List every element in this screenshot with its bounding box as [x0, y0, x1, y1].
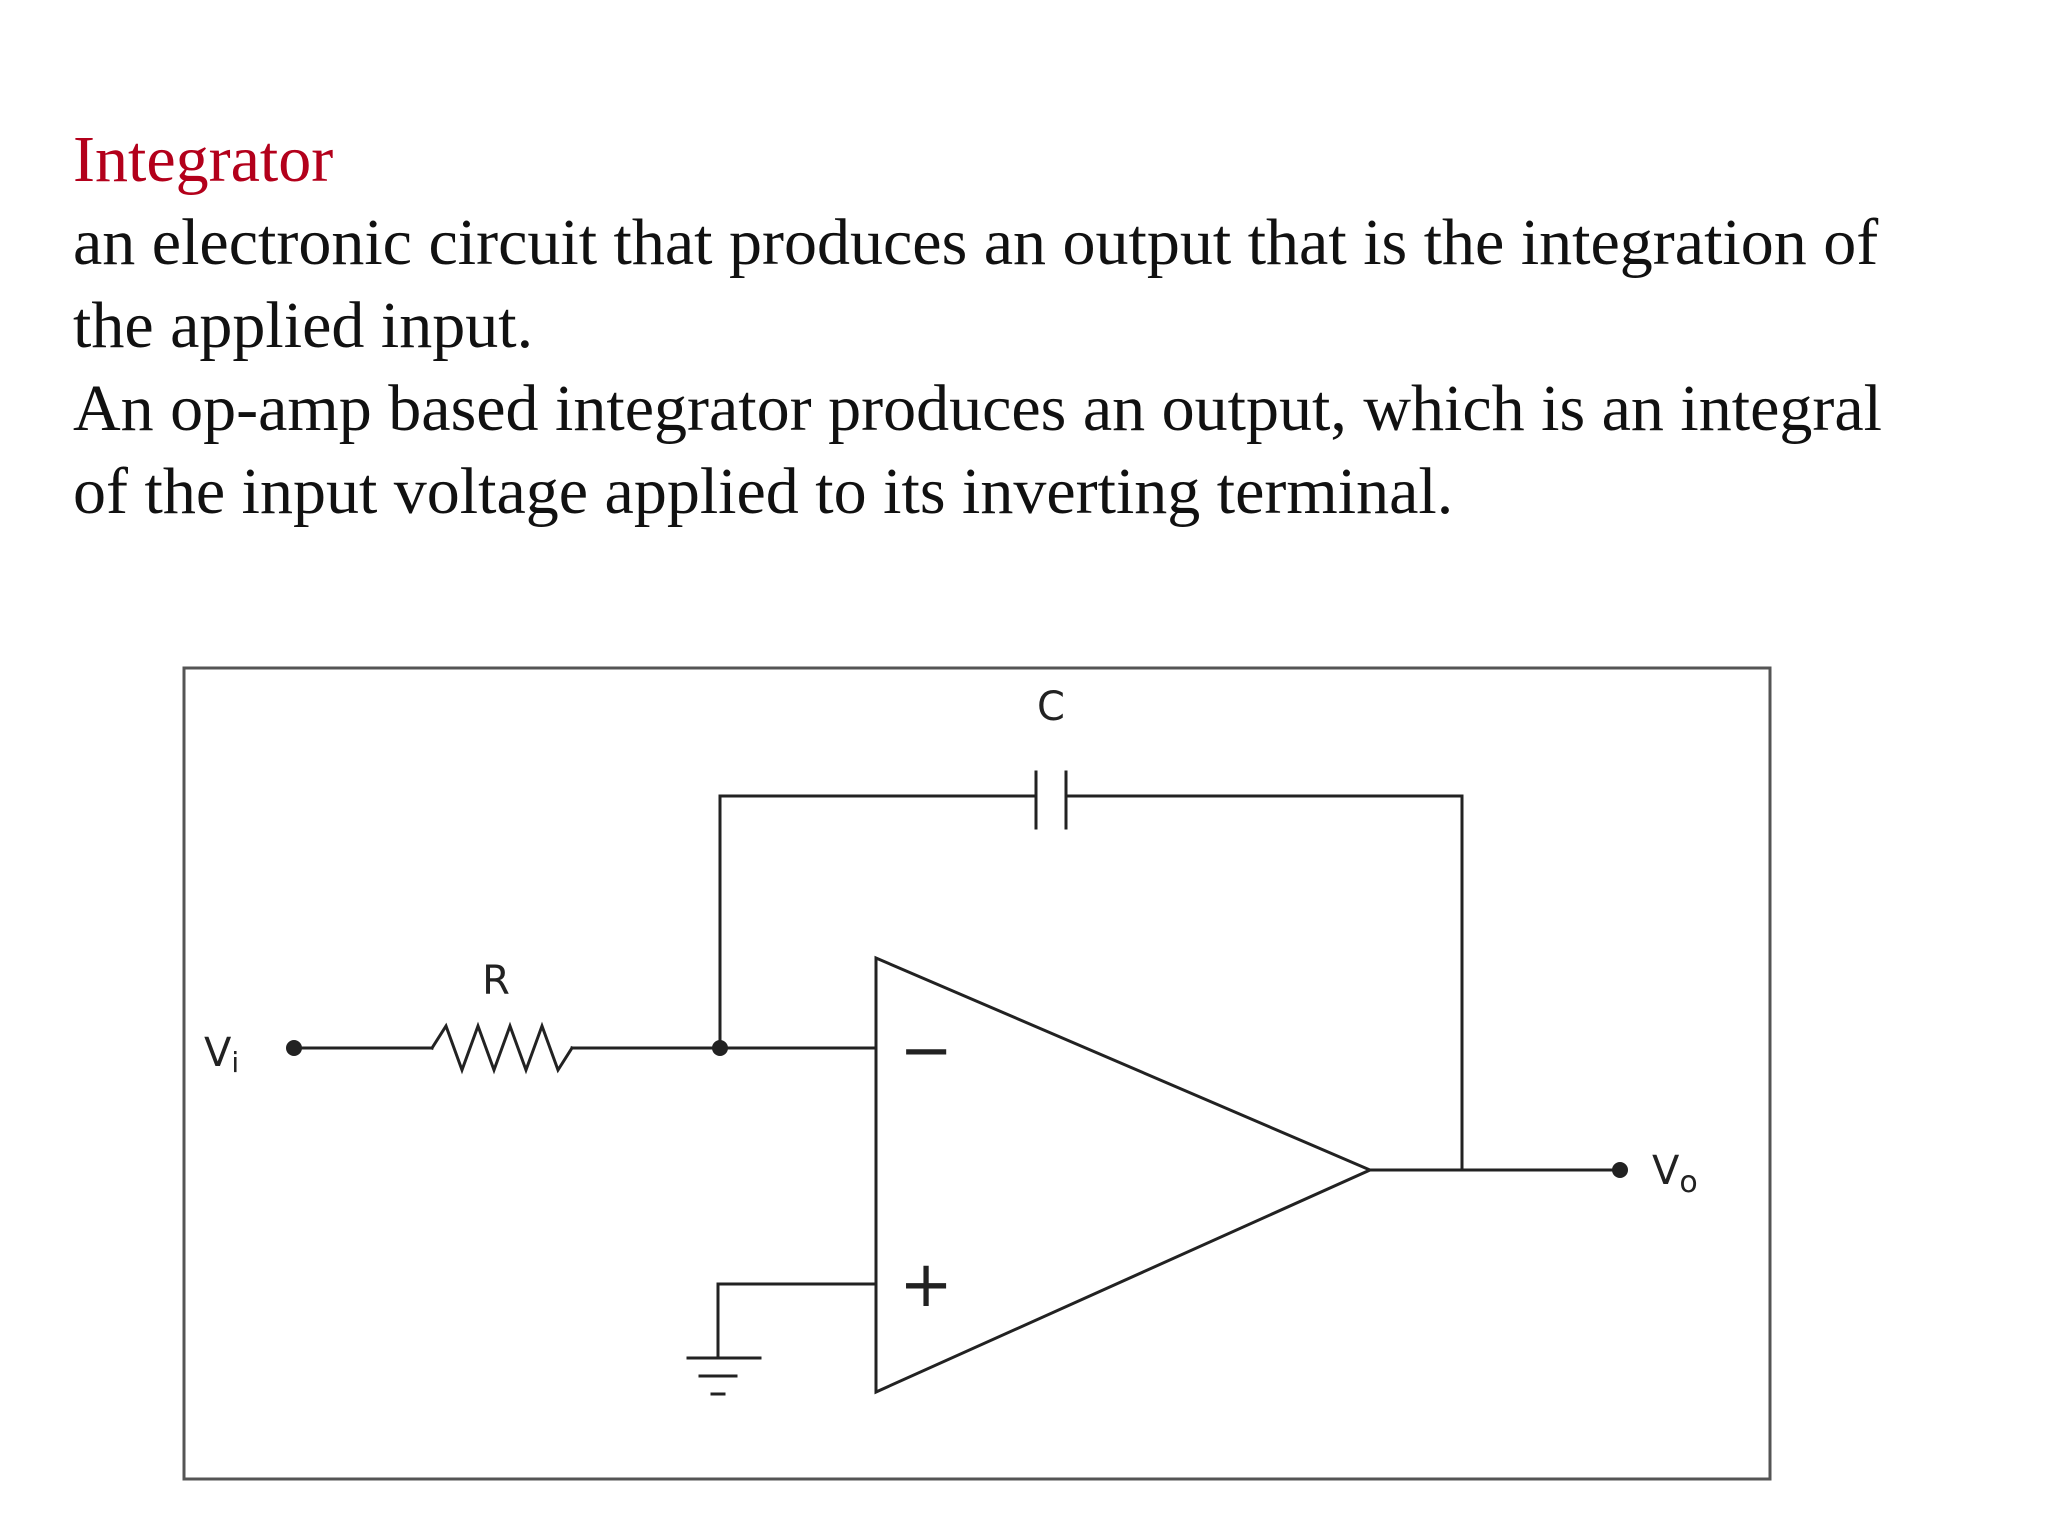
output-label: Vo	[1652, 1148, 1698, 1200]
slide-title: Integrator	[73, 123, 334, 196]
noninverting-input-sign: +	[899, 1248, 953, 1322]
input-terminal-dot	[286, 1040, 302, 1056]
diagram-frame	[182, 666, 1772, 1481]
resistor	[429, 1021, 575, 1075]
op-amp-triangle	[874, 955, 1374, 1395]
input-label: Vi	[204, 1030, 239, 1079]
description-line-3: An op-amp based integrator produces an o…	[73, 372, 1883, 445]
output-label-main: V	[1652, 1148, 1680, 1194]
capacitor-label: C	[1037, 684, 1065, 730]
output-terminal-dot	[1612, 1162, 1628, 1178]
input-label-sub: i	[231, 1046, 239, 1079]
output-label-sub: o	[1679, 1165, 1697, 1200]
description-line-4: of the input voltage applied to its inve…	[73, 455, 1454, 528]
text-block: Integrator an electronic circuit that pr…	[73, 118, 2003, 533]
resistor-label: R	[482, 958, 510, 1004]
description-line-1: an electronic circuit that produces an o…	[73, 206, 1879, 279]
description-line-2: the applied input.	[73, 289, 534, 362]
input-label-main: V	[204, 1030, 232, 1076]
inverting-input-sign: −	[899, 1014, 953, 1088]
junction-dot	[712, 1040, 728, 1056]
